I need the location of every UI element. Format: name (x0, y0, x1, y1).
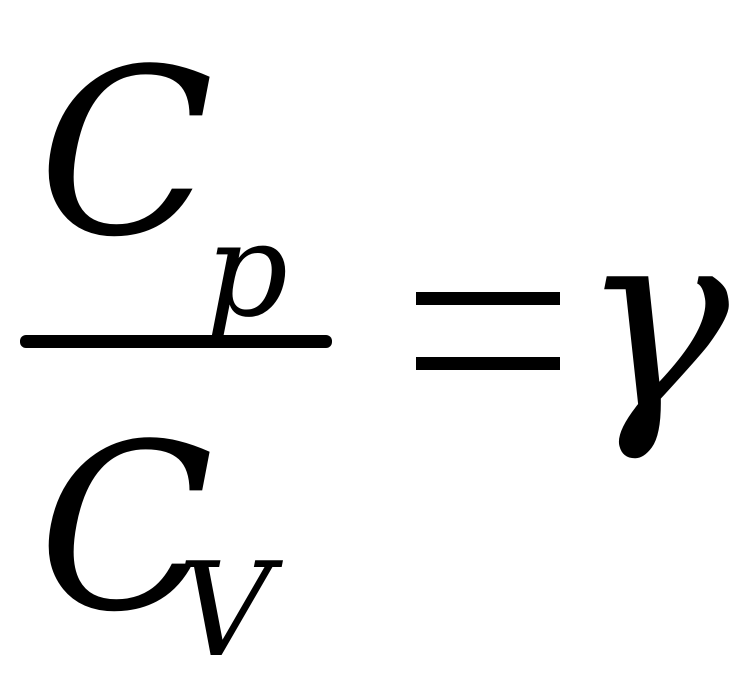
equals-sign (416, 292, 560, 370)
denominator-subscript: V (178, 534, 272, 686)
numerator-symbol: C (38, 21, 214, 288)
equals-bar-bottom (416, 357, 560, 370)
fraction-bar (20, 335, 332, 348)
numerator-subscript: p (205, 194, 289, 346)
result-symbol: γ (580, 174, 730, 465)
equals-bar-top (416, 292, 560, 305)
denominator-symbol: C (38, 396, 214, 663)
